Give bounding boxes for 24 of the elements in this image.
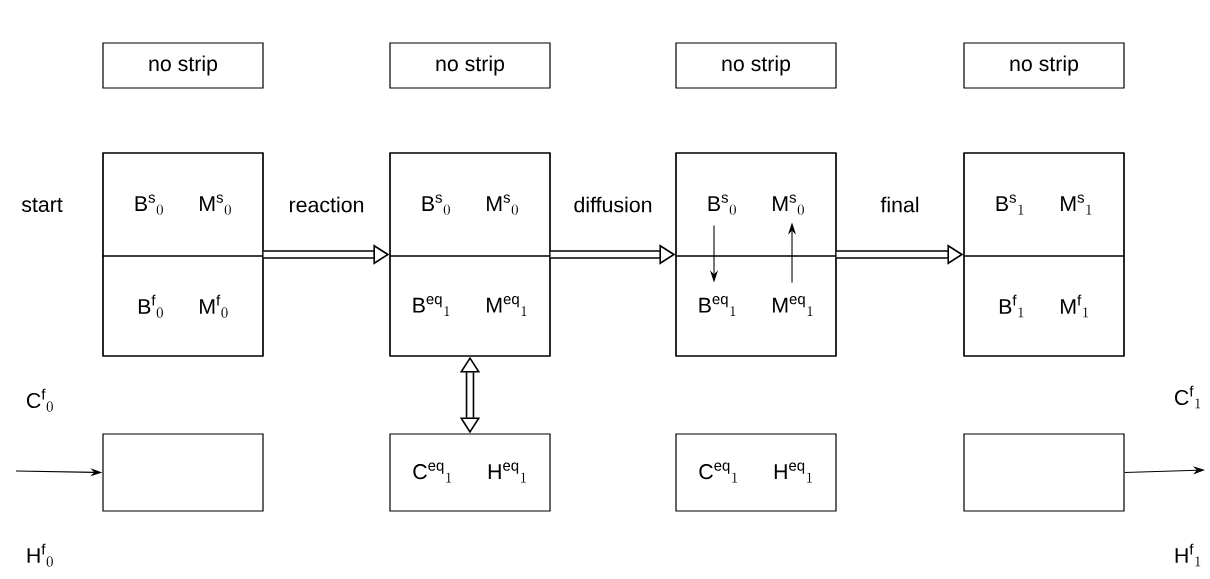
label-box: no strip xyxy=(963,42,1125,89)
edge-label: reaction xyxy=(290,196,364,213)
compartment-box: $\mathrm{B}^{\mathrm{eq}}{}_{1}$ $\mathrm{M}^{\mathrm{eq}}{}_{1}$ xyxy=(389,255,551,357)
label-box: no strip xyxy=(102,42,264,89)
stream-box: $\mathrm{C}^{\mathrm{eq}}{}_{1}$ $\mathrm{H}^{\mathrm{eq}}{}_{1}$ xyxy=(675,433,837,512)
stream-box xyxy=(963,433,1125,512)
compartment-box: $\mathrm{B}^{\mathrm{f}}{}_{1}$ $\mathrm{M}^{\mathrm{f}}{}_{1}$ xyxy=(963,255,1125,357)
text-label: $\mathrm{C}^{\mathrm{f}}{}_{1}$ xyxy=(1175,385,1201,409)
compartment-box: $\mathrm{B}^{\mathrm{eq}}{}_{1}$ $\mathrm{M}^{\mathrm{eq}}{}_{1}$ xyxy=(675,255,837,357)
label-box: no strip xyxy=(675,42,837,89)
compartment-box: $\mathrm{B}^{\mathrm{s}}{}_{0}$ $\mathrm{M}^{\mathrm{s}}{}_{0}$ xyxy=(675,152,837,257)
edge-label: final xyxy=(880,196,919,213)
compartment-box: $\mathrm{B}^{\mathrm{s}}{}_{0}$ $\mathrm{M}^{\mathrm{s}}{}_{0}$ xyxy=(102,152,264,257)
text-label: start xyxy=(21,198,63,212)
text-label: $\mathrm{C}^{\mathrm{f}}{}_{0}$ xyxy=(27,388,53,412)
compartment-box: $\mathrm{B}^{\mathrm{s}}{}_{1}$ $\mathrm{M}^{\mathrm{s}}{}_{1}$ xyxy=(963,152,1125,257)
label-box: no strip xyxy=(389,42,551,89)
compartment-box: $\mathrm{B}^{\mathrm{s}}{}_{0}$ $\mathrm{M}^{\mathrm{s}}{}_{0}$ xyxy=(389,152,551,257)
text-label: $\mathrm{H}^{\mathrm{f}}{}_{1}$ xyxy=(1175,543,1201,567)
compartment-box: $\mathrm{B}^{\mathrm{f}}{}_{0}$ $\mathrm{M}^{\mathrm{f}}{}_{0}$ xyxy=(102,255,264,357)
text-label: $\mathrm{H}^{\mathrm{f}}{}_{0}$ xyxy=(27,543,53,567)
edge-label: diffusion xyxy=(574,196,652,213)
stream-box: $\mathrm{C}^{\mathrm{eq}}{}_{1}$ $\mathrm{H}^{\mathrm{eq}}{}_{1}$ xyxy=(389,433,551,512)
stream-box xyxy=(102,433,264,512)
